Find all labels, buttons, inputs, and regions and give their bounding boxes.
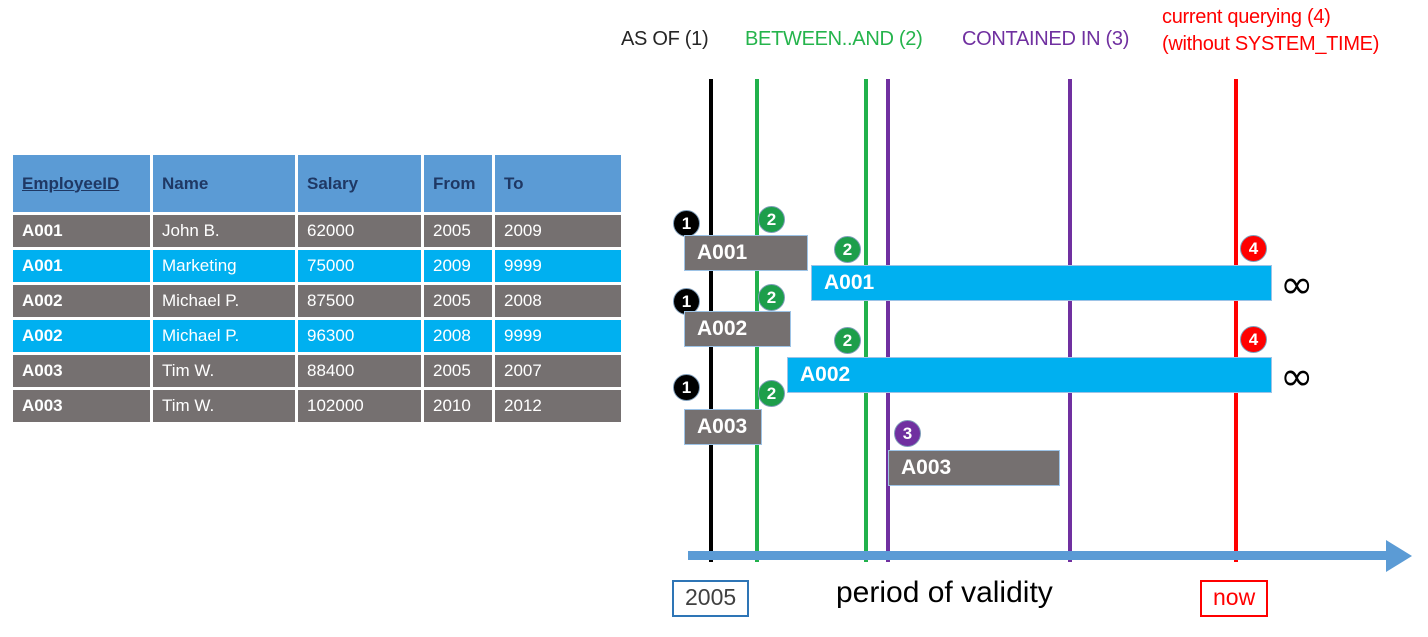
cell-salary: 102000 [298, 390, 421, 422]
query-line-contained-start [886, 79, 890, 562]
axis-start-label: 2005 [672, 580, 750, 617]
marker-4: 4 [1240, 326, 1267, 353]
table-row: A002 Michael P. 87500 2005 2008 [13, 285, 621, 317]
table-header-row: EmployeeID Name Salary From To [13, 155, 621, 212]
legend-current-querying: current querying (4) (without SYSTEM_TIM… [1162, 4, 1379, 58]
column-header-name: Name [153, 155, 295, 212]
axis-title: period of validity [836, 576, 1053, 609]
employee-history-table: EmployeeID Name Salary From To A001 John… [10, 152, 624, 425]
timeline-arrow-icon [1386, 540, 1412, 572]
timeline-axis [688, 551, 1388, 560]
marker-1: 1 [673, 210, 700, 237]
infinity-icon: ∞ [1280, 262, 1314, 308]
marker-2: 2 [834, 236, 861, 263]
table-row: A003 Tim W. 88400 2005 2007 [13, 355, 621, 387]
cell-employeeid: A002 [13, 320, 150, 352]
cell-from: 2005 [424, 285, 492, 317]
timeline-bar-a002-current: A002 [787, 357, 1272, 393]
table-row: A001 Marketing 75000 2009 9999 [13, 250, 621, 282]
marker-2: 2 [758, 380, 785, 407]
cell-employeeid: A003 [13, 390, 150, 422]
cell-name: Marketing [153, 250, 295, 282]
cell-to: 9999 [495, 320, 621, 352]
cell-employeeid: A001 [13, 215, 150, 247]
marker-2: 2 [758, 206, 785, 233]
column-header-to: To [495, 155, 621, 212]
marker-2: 2 [834, 327, 861, 354]
marker-3: 3 [894, 420, 921, 447]
timeline-bar-a001-historic: A001 [684, 235, 808, 271]
timeline-bar-a002-historic: A002 [684, 311, 791, 347]
cell-employeeid: A001 [13, 250, 150, 282]
cell-to: 2008 [495, 285, 621, 317]
cell-from: 2008 [424, 320, 492, 352]
cell-name: Tim W. [153, 355, 295, 387]
cell-to: 9999 [495, 250, 621, 282]
legend-as-of: AS OF (1) [621, 28, 709, 50]
cell-from: 2005 [424, 215, 492, 247]
cell-to: 2012 [495, 390, 621, 422]
cell-from: 2005 [424, 355, 492, 387]
cell-employeeid: A003 [13, 355, 150, 387]
marker-2: 2 [758, 284, 785, 311]
cell-salary: 88400 [298, 355, 421, 387]
legend-current-line1: current querying (4) [1162, 6, 1331, 28]
marker-1: 1 [673, 374, 700, 401]
query-line-now [1234, 79, 1238, 562]
query-line-between-end [864, 79, 868, 562]
timeline-bar-a003-second: A003 [888, 450, 1060, 486]
cell-from: 2010 [424, 390, 492, 422]
column-header-from: From [424, 155, 492, 212]
query-line-contained-end [1068, 79, 1072, 562]
cell-name: Michael P. [153, 320, 295, 352]
cell-salary: 75000 [298, 250, 421, 282]
cell-name: John B. [153, 215, 295, 247]
cell-salary: 87500 [298, 285, 421, 317]
cell-name: Michael P. [153, 285, 295, 317]
legend-between-and: BETWEEN..AND (2) [745, 28, 923, 50]
cell-salary: 96300 [298, 320, 421, 352]
column-header-salary: Salary [298, 155, 421, 212]
timeline-bar-a003-historic: A003 [684, 409, 762, 445]
table-row: A001 John B. 62000 2005 2009 [13, 215, 621, 247]
column-header-employeeid: EmployeeID [13, 155, 150, 212]
table-row: A002 Michael P. 96300 2008 9999 [13, 320, 621, 352]
legend-current-line2: (without SYSTEM_TIME) [1162, 33, 1380, 55]
cell-to: 2009 [495, 215, 621, 247]
infinity-icon: ∞ [1280, 354, 1314, 400]
cell-to: 2007 [495, 355, 621, 387]
cell-name: Tim W. [153, 390, 295, 422]
cell-salary: 62000 [298, 215, 421, 247]
marker-4: 4 [1240, 235, 1267, 262]
cell-employeeid: A002 [13, 285, 150, 317]
timeline-bar-a001-current: A001 [811, 265, 1272, 301]
table-row: A003 Tim W. 102000 2010 2012 [13, 390, 621, 422]
marker-1: 1 [673, 288, 700, 315]
legend-contained-in: CONTAINED IN (3) [962, 28, 1130, 50]
axis-now-label: now [1200, 580, 1269, 617]
cell-from: 2009 [424, 250, 492, 282]
